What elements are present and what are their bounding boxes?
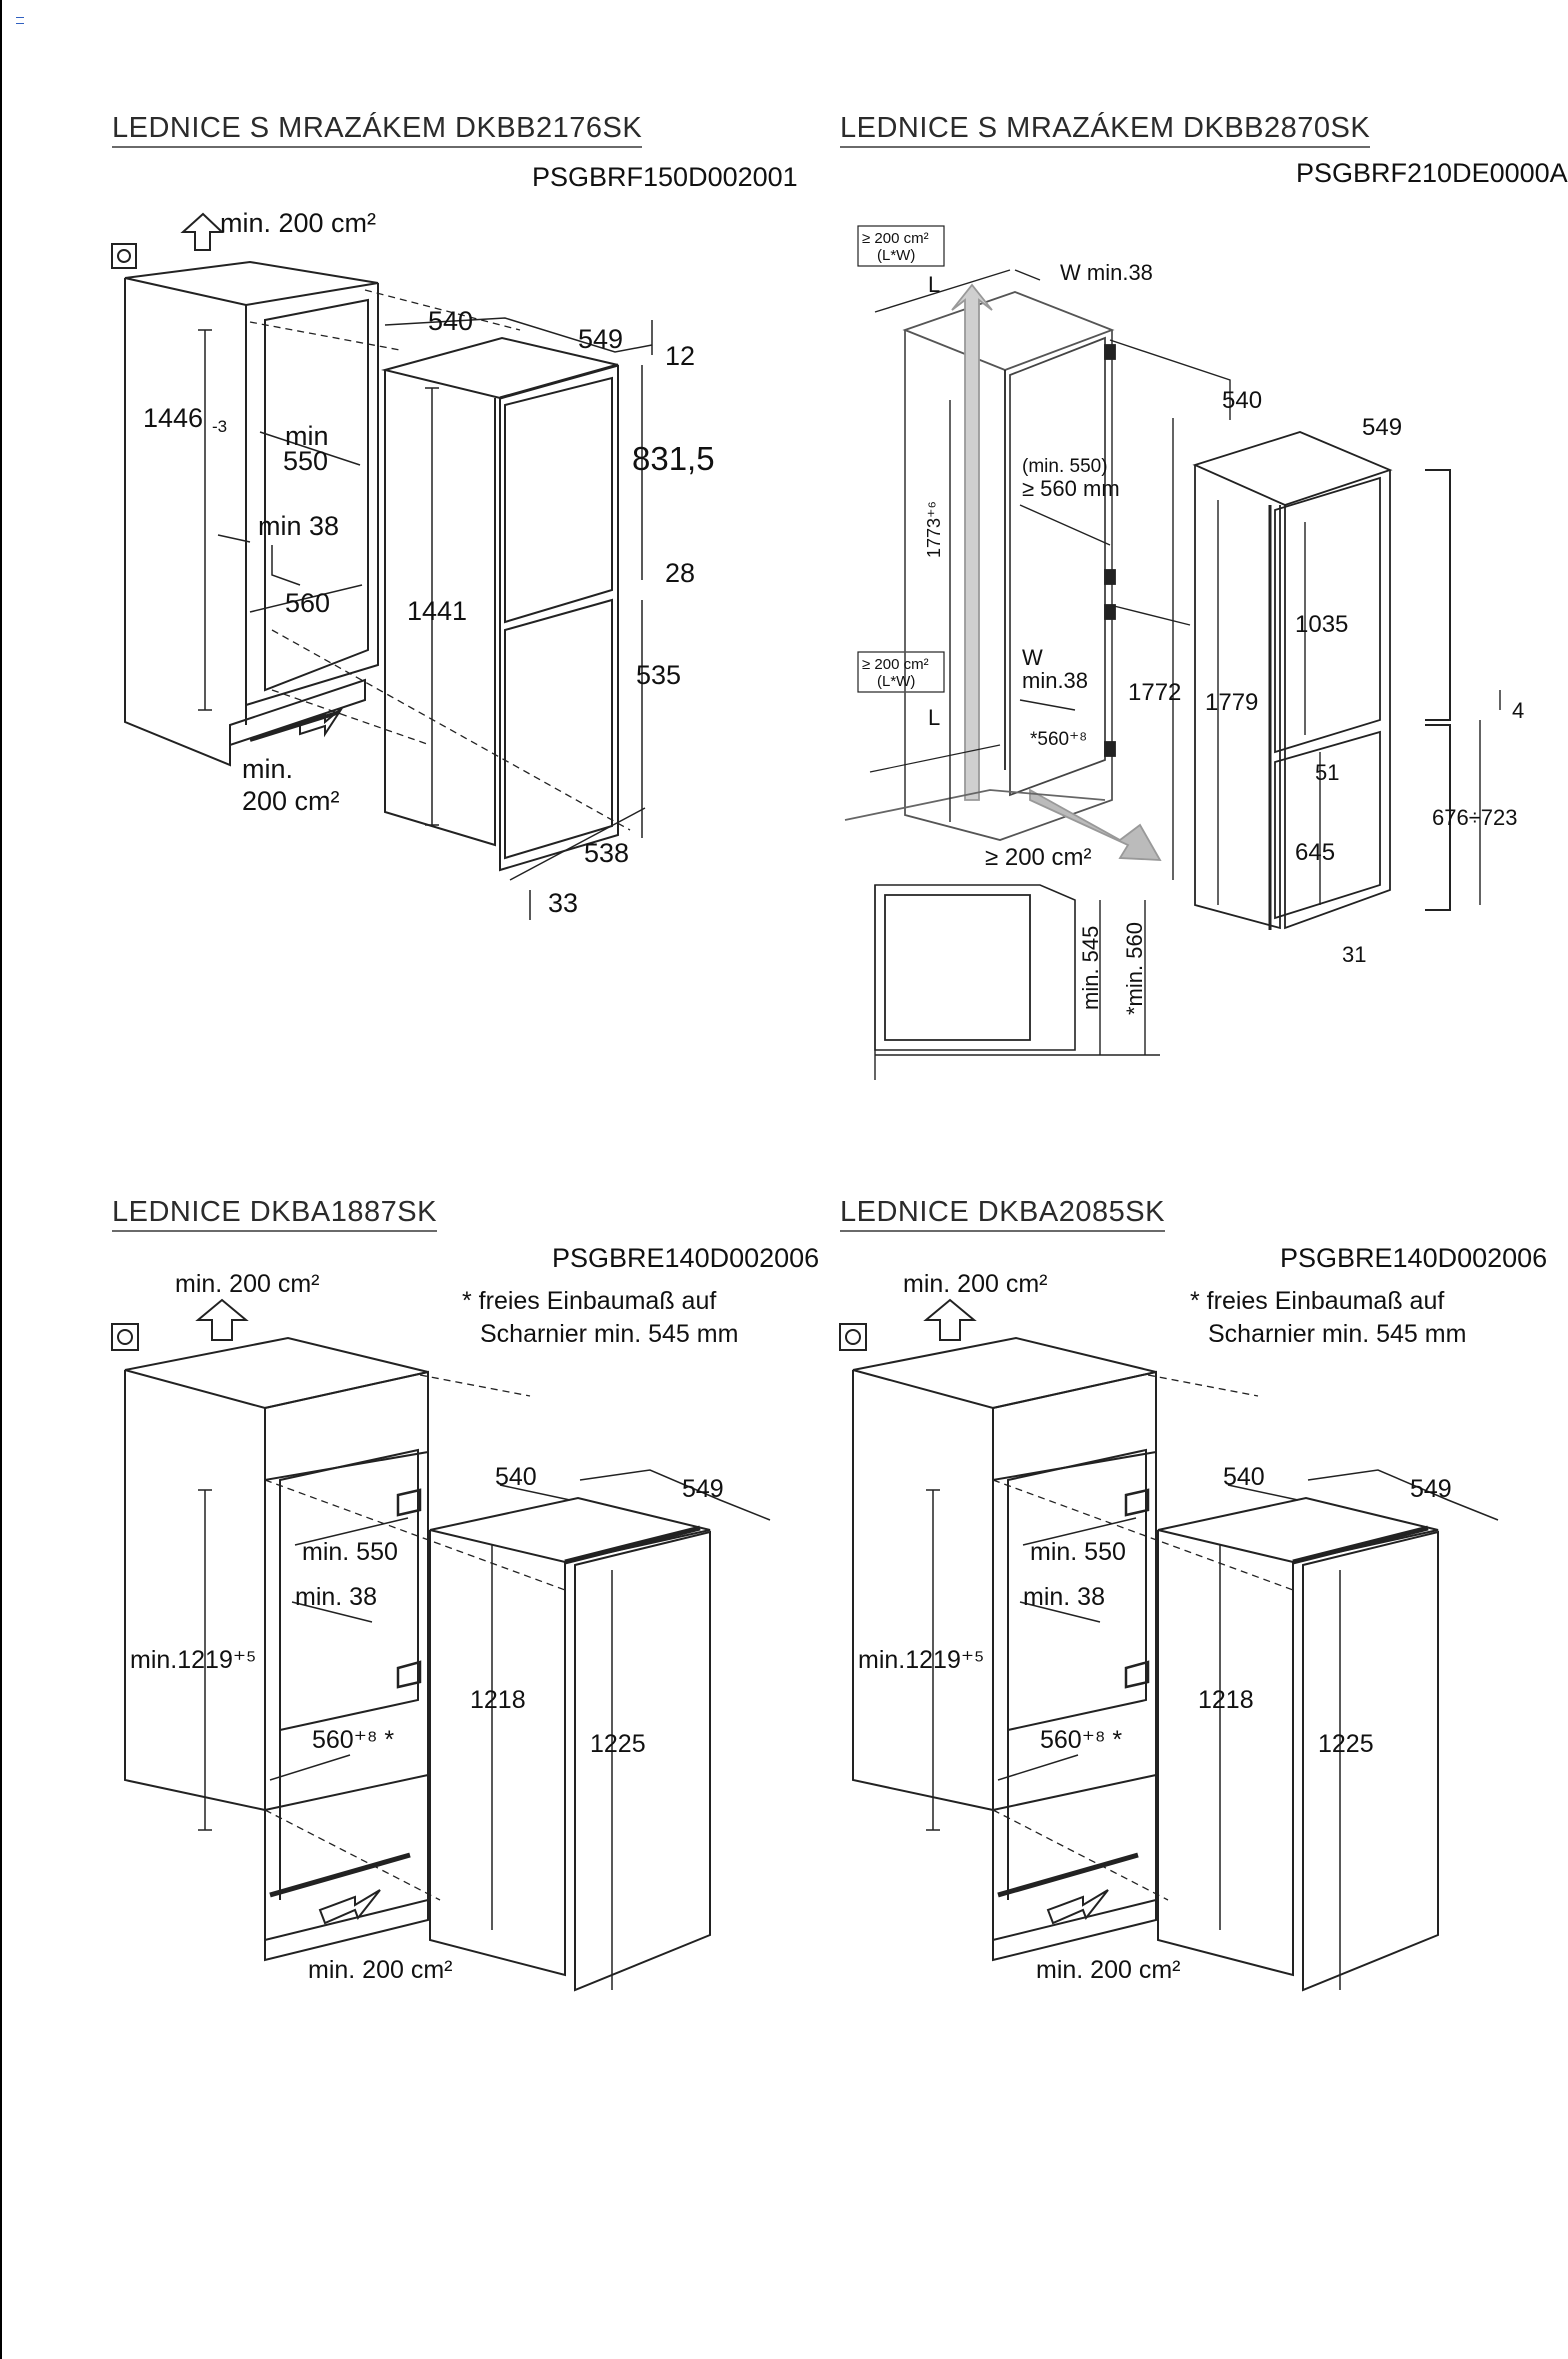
p1-label-vent-area: 200 cm² — [242, 786, 340, 816]
p4-label-560: 560⁺⁸ * — [1040, 1726, 1122, 1754]
p2-label-31: 31 — [1342, 942, 1366, 967]
p2-label-51: 51 — [1315, 760, 1339, 785]
p2-label-560mm: ≥ 560 mm — [1022, 476, 1120, 501]
p3-label-min38: min. 38 — [295, 1583, 377, 1611]
p3-label-1225: 1225 — [590, 1730, 646, 1758]
p4-label-vent-bottom: min. 200 cm² — [1036, 1956, 1180, 1984]
panel-4-title: LEDNICE DKBA2085SK — [840, 1196, 1165, 1232]
p2-label-676-723: 676÷723 — [1432, 805, 1518, 830]
p2-label-min545: min. 545 — [1078, 926, 1103, 1010]
socket-icon — [839, 1323, 867, 1351]
p2-label-L-bottom: L — [928, 705, 940, 730]
panel-2-title: LEDNICE S MRAZÁKEM DKBB2870SK — [840, 112, 1371, 148]
socket-icon — [111, 243, 137, 269]
panel-3-drawing: min. 200 cm² 540 549 min. 550 min. 38 mi… — [111, 1270, 771, 1992]
p4-label-1225: 1225 — [1318, 1730, 1374, 1758]
p3-label-min1219: min.1219⁺⁵ — [130, 1646, 256, 1674]
p1-label-min: min — [285, 421, 329, 451]
p2-label-540: 540 — [1222, 387, 1262, 414]
p4-label-1218: 1218 — [1198, 1686, 1254, 1714]
p2-label-L-top: L — [928, 272, 940, 297]
panel-1-drawing: min. 200 cm² 1446 -3 min 550 min 38 560 … — [111, 208, 715, 920]
panel-4-drawing: min. 200 cm² 540 549 min. 550 min. 38 mi… — [839, 1270, 1499, 1992]
p1-label-549: 549 — [578, 324, 623, 354]
p2-label-4: 4 — [1512, 698, 1524, 723]
p3-label-549: 549 — [682, 1475, 724, 1503]
p1-label-height-tol: -3 — [212, 417, 227, 436]
panel-3-note-line-2: Scharnier min. 545 mm — [480, 1320, 739, 1348]
vent-arrow-icon — [1046, 1889, 1109, 1925]
menu-icon[interactable] — [16, 17, 24, 24]
p4-label-min38: min. 38 — [1023, 1583, 1105, 1611]
p4-label-vent-top: min. 200 cm² — [903, 1270, 1047, 1298]
p2-label-1779: 1779 — [1205, 689, 1258, 716]
p2-label-vent-bottom: ≥ 200 cm² — [862, 656, 929, 673]
panel-2-drawing: ≥ 200 cm² (L*W) L W min.38 1773⁺⁶ (min. … — [844, 225, 1524, 1080]
vent-arrow-icon — [318, 1889, 381, 1925]
p1-label-8315: 831,5 — [632, 440, 715, 477]
p3-label-min550: min. 550 — [302, 1538, 398, 1566]
p2-label-min560: *min. 560 — [1122, 922, 1147, 1015]
p1-label-28: 28 — [665, 558, 695, 588]
p2-label-vent-top: ≥ 200 cm² — [862, 230, 929, 247]
p3-label-1218: 1218 — [470, 1686, 526, 1714]
p1-label-535: 535 — [636, 660, 681, 690]
p2-label-vent-bottom-lw: (L*W) — [877, 673, 915, 690]
panel-1-title: LEDNICE S MRAZÁKEM DKBB2176SK — [112, 112, 643, 148]
panel-3-title: LEDNICE DKBA1887SK — [112, 1196, 437, 1232]
p2-label-560: *560⁺⁸ — [1030, 729, 1087, 750]
panel-4-note-line-2: Scharnier min. 545 mm — [1208, 1320, 1467, 1348]
p3-label-vent-bottom: min. 200 cm² — [308, 1956, 452, 1984]
p2-label-W: W — [1022, 645, 1043, 670]
page-left-border — [0, 0, 2, 2359]
p1-label-min38: min 38 — [258, 511, 339, 541]
p4-label-540: 540 — [1223, 1463, 1265, 1491]
p1-label-1441: 1441 — [407, 596, 467, 626]
p1-label-vent-min: min. — [242, 754, 293, 784]
p2-label-549: 549 — [1362, 414, 1402, 441]
panel-4-note: * freies Einbaumaß auf Scharnier min. 54… — [1190, 1285, 1466, 1351]
panel-2-code: PSGBRF210DE0000A — [1296, 158, 1568, 188]
p3-label-560: 560⁺⁸ * — [312, 1726, 394, 1754]
panel-3-note: * freies Einbaumaß auf Scharnier min. 54… — [462, 1285, 738, 1351]
panel-4-note-line-1: * freies Einbaumaß auf — [1190, 1287, 1445, 1315]
p4-label-549: 549 — [1410, 1475, 1452, 1503]
p2-label-vent-floor: ≥ 200 cm² — [985, 844, 1092, 871]
p4-label-min1219: min.1219⁺⁵ — [858, 1646, 984, 1674]
panel-4-code: PSGBRE140D002006 — [1280, 1243, 1548, 1273]
p2-label-wmin38: min.38 — [1022, 668, 1088, 693]
p1-label-550: 550 — [283, 446, 328, 476]
p1-label-height: 1446 — [143, 403, 203, 433]
p2-label-1773: 1773⁺⁶ — [924, 501, 944, 558]
p2-label-1035: 1035 — [1295, 611, 1348, 638]
ventilation-arrow-icon — [180, 212, 225, 251]
p1-label-540: 540 — [428, 306, 473, 336]
p2-label-vent-top-lw: (L*W) — [877, 247, 915, 264]
panel-3-note-line-1: * freies Einbaumaß auf — [462, 1287, 717, 1315]
p2-label-wmin38-top: W min.38 — [1060, 260, 1153, 285]
p1-label-33: 33 — [548, 888, 578, 918]
p3-label-540: 540 — [495, 1463, 537, 1491]
panel-1-code: PSGBRF150D002001 — [532, 162, 798, 192]
socket-icon — [111, 1323, 139, 1351]
p2-label-1772: 1772 — [1128, 679, 1181, 706]
ventilation-arrow-icon — [195, 1298, 249, 1341]
ventilation-arrow-icon — [923, 1298, 977, 1341]
p2-label-645: 645 — [1295, 839, 1335, 866]
p1-label-12: 12 — [665, 341, 695, 371]
p3-label-vent-top: min. 200 cm² — [175, 1270, 319, 1298]
p4-label-min550: min. 550 — [1030, 1538, 1126, 1566]
p1-label-560: 560 — [285, 588, 330, 618]
panel-3-code: PSGBRE140D002006 — [552, 1243, 820, 1273]
p1-label-vent-top: min. 200 cm² — [220, 208, 376, 238]
p1-label-538: 538 — [584, 838, 629, 868]
p2-label-min550: (min. 550) — [1022, 456, 1108, 477]
